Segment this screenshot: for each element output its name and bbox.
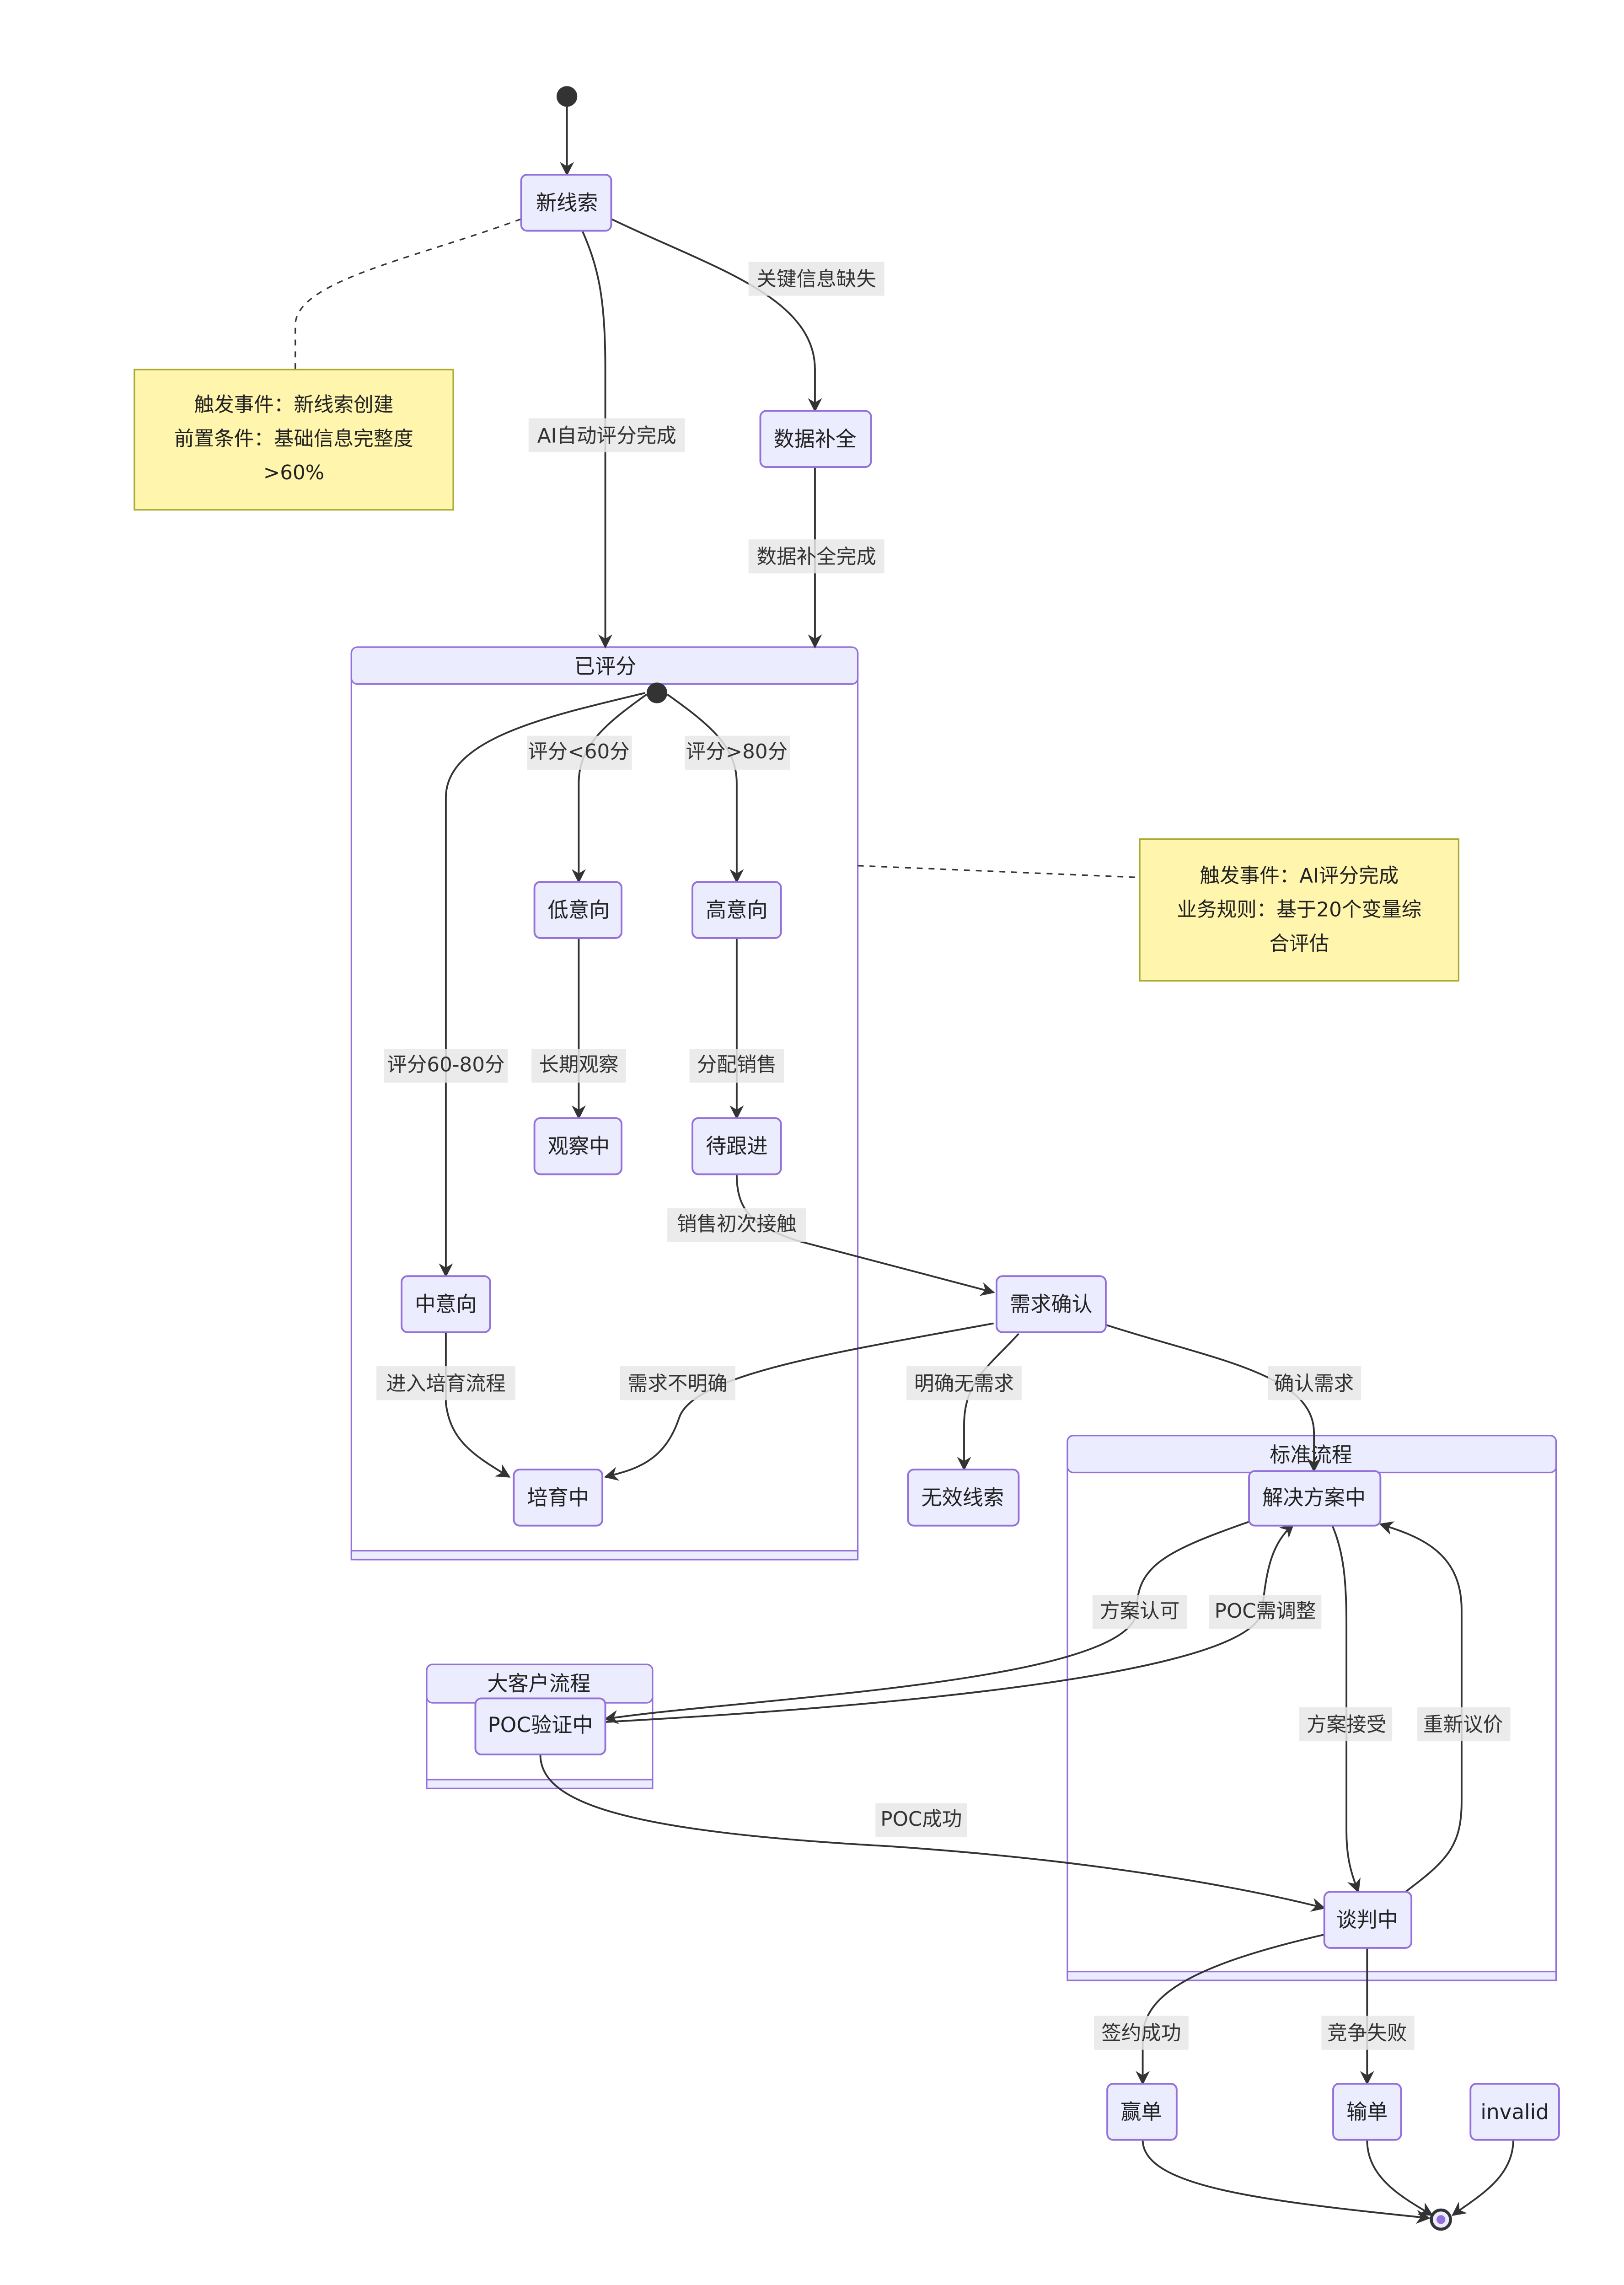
svg-text:POC成功: POC成功 [880, 1808, 962, 1831]
label-solution-approved: 方案认可 [1092, 1595, 1187, 1629]
svg-text:关键信息缺失: 关键信息缺失 [756, 268, 876, 291]
svg-text:评分>80分: 评分>80分 [686, 740, 788, 763]
label-reprice: 重新议价 [1417, 1707, 1511, 1742]
svg-text:无效线索: 无效线索 [921, 1486, 1004, 1510]
label-score-lt60: 评分<60分 [527, 735, 632, 770]
label-data-done: 数据补全完成 [748, 539, 884, 574]
svg-text:培育中: 培育中 [527, 1486, 589, 1510]
state-low-intent[interactable]: 低意向 [533, 881, 623, 939]
scored-start-point [646, 682, 668, 703]
svg-text:长期观察: 长期观察 [539, 1054, 618, 1077]
svg-text:数据补全: 数据补全 [774, 427, 857, 451]
label-poc-adjust: POC需调整 [1209, 1595, 1322, 1629]
svg-text:待跟进: 待跟进 [706, 1134, 768, 1159]
svg-text:解决方案中: 解决方案中 [1262, 1486, 1366, 1510]
svg-text:赢单: 赢单 [1120, 2100, 1162, 2124]
note-new-lead: 触发事件：新线索创建 前置条件：基础信息完整度 >60% [134, 369, 454, 511]
label-first-contact: 销售初次接触 [667, 1208, 806, 1242]
label-signed: 签约成功 [1094, 2016, 1189, 2050]
label-ai-scored: AI自动评分完成 [528, 418, 685, 452]
svg-text:谈判中: 谈判中 [1336, 1908, 1399, 1932]
state-need-confirm[interactable]: 需求确认 [996, 1275, 1107, 1333]
svg-text:>60%: >60% [263, 461, 324, 484]
transition-labels: 关键信息缺失 AI自动评分完成 数据补全完成 评分<60分 评分>80分 评分6… [376, 262, 1511, 2050]
label-no-need: 明确无需求 [906, 1366, 1022, 1400]
state-poc[interactable]: POC验证中 [474, 1697, 606, 1756]
end-point [1430, 2208, 1452, 2231]
svg-text:进入培育流程: 进入培育流程 [386, 1373, 505, 1395]
state-lost[interactable]: 输单 [1332, 2083, 1402, 2141]
svg-text:明确无需求: 明确无需求 [914, 1373, 1014, 1395]
cluster-title-enterprise: 大客户流程 [487, 1672, 590, 1696]
state-data-completion[interactable]: 数据补全 [759, 410, 872, 468]
note-connector-2 [858, 865, 1140, 879]
svg-text:签约成功: 签约成功 [1101, 2022, 1181, 2045]
svg-text:触发事件：新线索创建: 触发事件：新线索创建 [194, 394, 394, 417]
svg-text:方案认可: 方案认可 [1100, 1600, 1179, 1623]
label-score-60-80: 评分60-80分 [384, 1049, 508, 1083]
state-pending-follow[interactable]: 待跟进 [691, 1117, 782, 1175]
svg-text:invalid: invalid [1480, 2100, 1549, 2124]
svg-text:方案接受: 方案接受 [1307, 1714, 1386, 1737]
svg-text:合评估: 合评估 [1269, 933, 1329, 955]
label-need-unclear: 需求不明确 [620, 1366, 735, 1400]
state-high-intent[interactable]: 高意向 [691, 881, 782, 939]
svg-text:重新议价: 重新议价 [1423, 1714, 1503, 1737]
svg-text:数据补全完成: 数据补全完成 [756, 546, 876, 569]
label-poc-success: POC成功 [875, 1803, 967, 1837]
start-point [557, 86, 578, 107]
svg-text:评分60-80分: 评分60-80分 [387, 1054, 504, 1077]
svg-text:新线索: 新线索 [536, 191, 598, 215]
svg-text:AI自动评分完成: AI自动评分完成 [537, 424, 676, 447]
state-mid-intent[interactable]: 中意向 [401, 1275, 491, 1333]
state-won[interactable]: 赢单 [1106, 2083, 1178, 2141]
note-scored: 触发事件：AI评分完成 业务规则：基于20个变量综 合评估 [1139, 838, 1460, 982]
svg-text:中意向: 中意向 [415, 1292, 477, 1316]
svg-text:需求确认: 需求确认 [1010, 1292, 1093, 1316]
label-solution-accepted: 方案接受 [1299, 1707, 1393, 1742]
state-solution[interactable]: 解决方案中 [1248, 1470, 1382, 1527]
svg-text:前置条件：基础信息完整度: 前置条件：基础信息完整度 [174, 428, 413, 451]
cluster-title-standard: 标准流程 [1270, 1443, 1352, 1467]
cluster-title-scored: 已评分 [574, 654, 637, 678]
state-new-lead[interactable]: 新线索 [520, 173, 612, 232]
state-observing[interactable]: 观察中 [533, 1117, 623, 1175]
svg-text:分配销售: 分配销售 [697, 1054, 777, 1077]
label-need-confirmed: 确认需求 [1268, 1366, 1361, 1400]
label-score-gt80: 评分>80分 [685, 735, 790, 770]
label-key-info-missing: 关键信息缺失 [748, 262, 884, 296]
label-long-observe: 长期观察 [531, 1049, 626, 1083]
note-connector-1 [295, 218, 522, 370]
svg-text:业务规则：基于20个变量综: 业务规则：基于20个变量综 [1177, 899, 1421, 922]
state-invalid-lead[interactable]: 无效线索 [907, 1469, 1020, 1527]
svg-text:POC需调整: POC需调整 [1215, 1600, 1316, 1623]
state-negotiating[interactable]: 谈判中 [1323, 1891, 1413, 1949]
svg-text:触发事件：AI评分完成: 触发事件：AI评分完成 [1200, 864, 1399, 887]
svg-text:竞争失败: 竞争失败 [1327, 2022, 1407, 2045]
svg-text:输单: 输单 [1346, 2100, 1388, 2124]
label-into-nurture: 进入培育流程 [376, 1366, 515, 1400]
state-invalid[interactable]: invalid [1469, 2083, 1560, 2141]
svg-text:高意向: 高意向 [706, 898, 768, 922]
svg-text:观察中: 观察中 [548, 1134, 610, 1159]
svg-text:低意向: 低意向 [548, 898, 610, 922]
label-competition-lost: 竞争失败 [1321, 2016, 1415, 2050]
svg-text:确认需求: 确认需求 [1274, 1373, 1354, 1395]
svg-text:POC验证中: POC验证中 [488, 1713, 593, 1737]
label-assign-sales: 分配销售 [689, 1049, 784, 1083]
svg-text:评分<60分: 评分<60分 [528, 740, 630, 763]
svg-text:需求不明确: 需求不明确 [628, 1373, 728, 1395]
cluster-scored: 已评分 [350, 646, 859, 1561]
state-nurturing[interactable]: 培育中 [513, 1469, 604, 1527]
svg-text:销售初次接触: 销售初次接触 [677, 1213, 796, 1236]
